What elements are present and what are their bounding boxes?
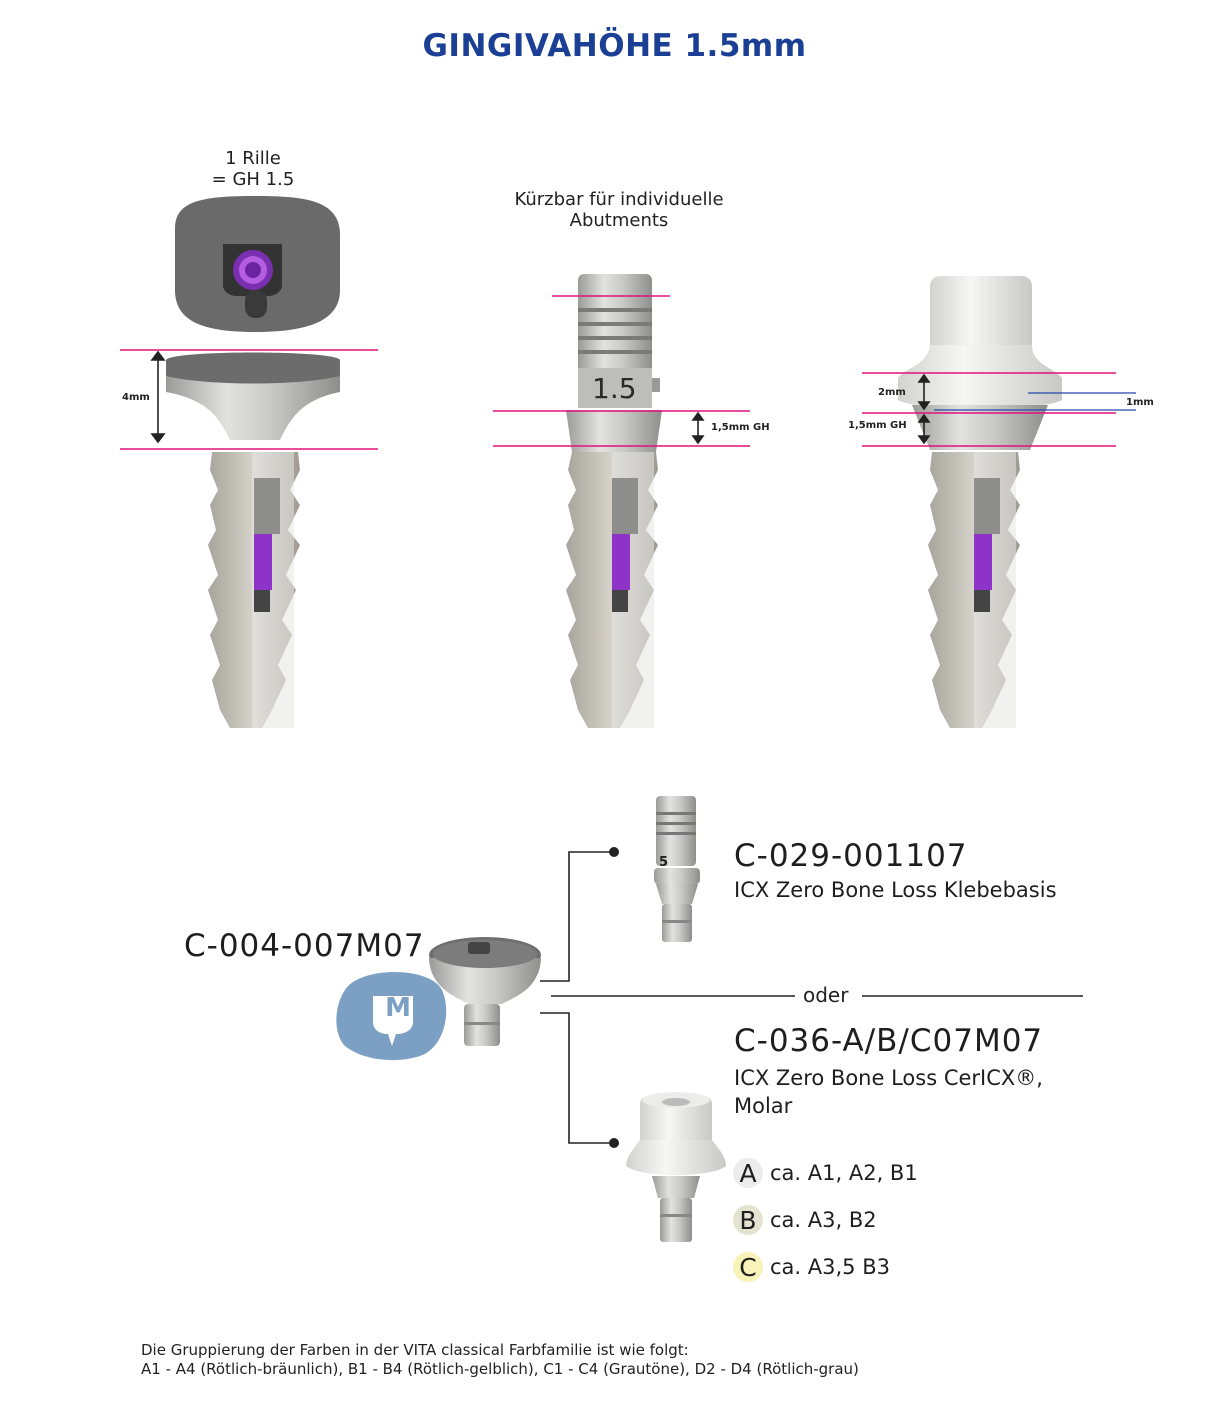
separator-oder: oder <box>795 983 857 1007</box>
blue-guide-lines <box>934 392 1136 411</box>
shade-badge-b: B <box>733 1205 763 1235</box>
shade-text-a: ca. A1, A2, B1 <box>770 1161 918 1185</box>
shade-list: A ca. A1, A2, B1 B ca. A3, B2 C ca. A3,5… <box>733 1158 918 1282</box>
glue-base-name: ICX Zero Bone Loss Klebebasis <box>734 878 1057 902</box>
shortenable-caption-line1: Kürzbar für individuelle <box>514 189 724 210</box>
healing-cap-product-image <box>429 937 541 1046</box>
implant-with-healing-cap <box>166 352 340 728</box>
connector-dot-top <box>609 847 619 857</box>
healing-cap-top-view <box>175 196 340 332</box>
groove-caption: 1 Rille = GH 1.5 <box>153 148 353 190</box>
connector-dot-bottom <box>609 1138 619 1148</box>
measure-1-5mm-gh: 1,5mm GH <box>711 422 770 433</box>
shortenable-caption: Kürzbar für individuelle Abutments <box>480 189 758 231</box>
product-tree-lines <box>540 851 1083 1144</box>
measure-1mm: 1mm <box>1126 397 1154 408</box>
groove-caption-line2: = GH 1.5 <box>211 169 295 190</box>
ceramic-name-line2: Molar <box>734 1094 793 1118</box>
ceramic-name: ICX Zero Bone Loss CerICX®, Molar <box>734 1064 1043 1120</box>
glue-base-code: C-029-001107 <box>734 838 968 874</box>
m-product-icon <box>336 972 447 1061</box>
m-icon-letter: M <box>385 993 411 1023</box>
shade-text-c: ca. A3,5 B3 <box>770 1255 890 1279</box>
glue-base-product-image <box>654 796 700 942</box>
ceramic-abutment-product-image <box>626 1092 726 1242</box>
shade-badge-c: C <box>733 1252 763 1282</box>
implant-with-glue-base <box>566 274 662 728</box>
footer-line2: A1 - A4 (Rötlich-bräunlich), B1 - B4 (Rö… <box>141 1360 859 1378</box>
footer-line1: Die Gruppierung der Farben in der VITA c… <box>141 1341 689 1359</box>
page-title: GINGIVAHÖHE 1.5mm <box>422 28 807 64</box>
glue-base-label: 5 <box>659 855 669 870</box>
shade-item-b: B ca. A3, B2 <box>733 1205 918 1235</box>
ceramic-code: C-036-A/B/C07M07 <box>734 1023 1044 1059</box>
abutment-gh-label: 1.5 <box>592 372 637 405</box>
shade-item-c: C ca. A3,5 B3 <box>733 1252 918 1282</box>
groove-caption-line1: 1 Rille <box>225 148 281 169</box>
ceramic-name-line1: ICX Zero Bone Loss CerICX®, <box>734 1066 1043 1090</box>
measure-1-5mm-gh-ceramic: 1,5mm GH <box>848 420 907 431</box>
shortenable-caption-line2: Abutments <box>569 210 669 231</box>
measure-4mm: 4mm <box>122 392 150 403</box>
shade-badge-a: A <box>733 1158 763 1188</box>
shade-item-a: A ca. A1, A2, B1 <box>733 1158 918 1188</box>
footer-note: Die Gruppierung der Farben in der VITA c… <box>141 1341 859 1379</box>
guide-lines <box>120 295 1116 450</box>
main-product-code: C-004-007M07 <box>184 928 425 964</box>
measure-arrows <box>150 350 931 445</box>
implant-with-ceramic-abutment <box>898 276 1062 728</box>
measure-2mm: 2mm <box>878 387 906 398</box>
shade-text-b: ca. A3, B2 <box>770 1208 877 1232</box>
